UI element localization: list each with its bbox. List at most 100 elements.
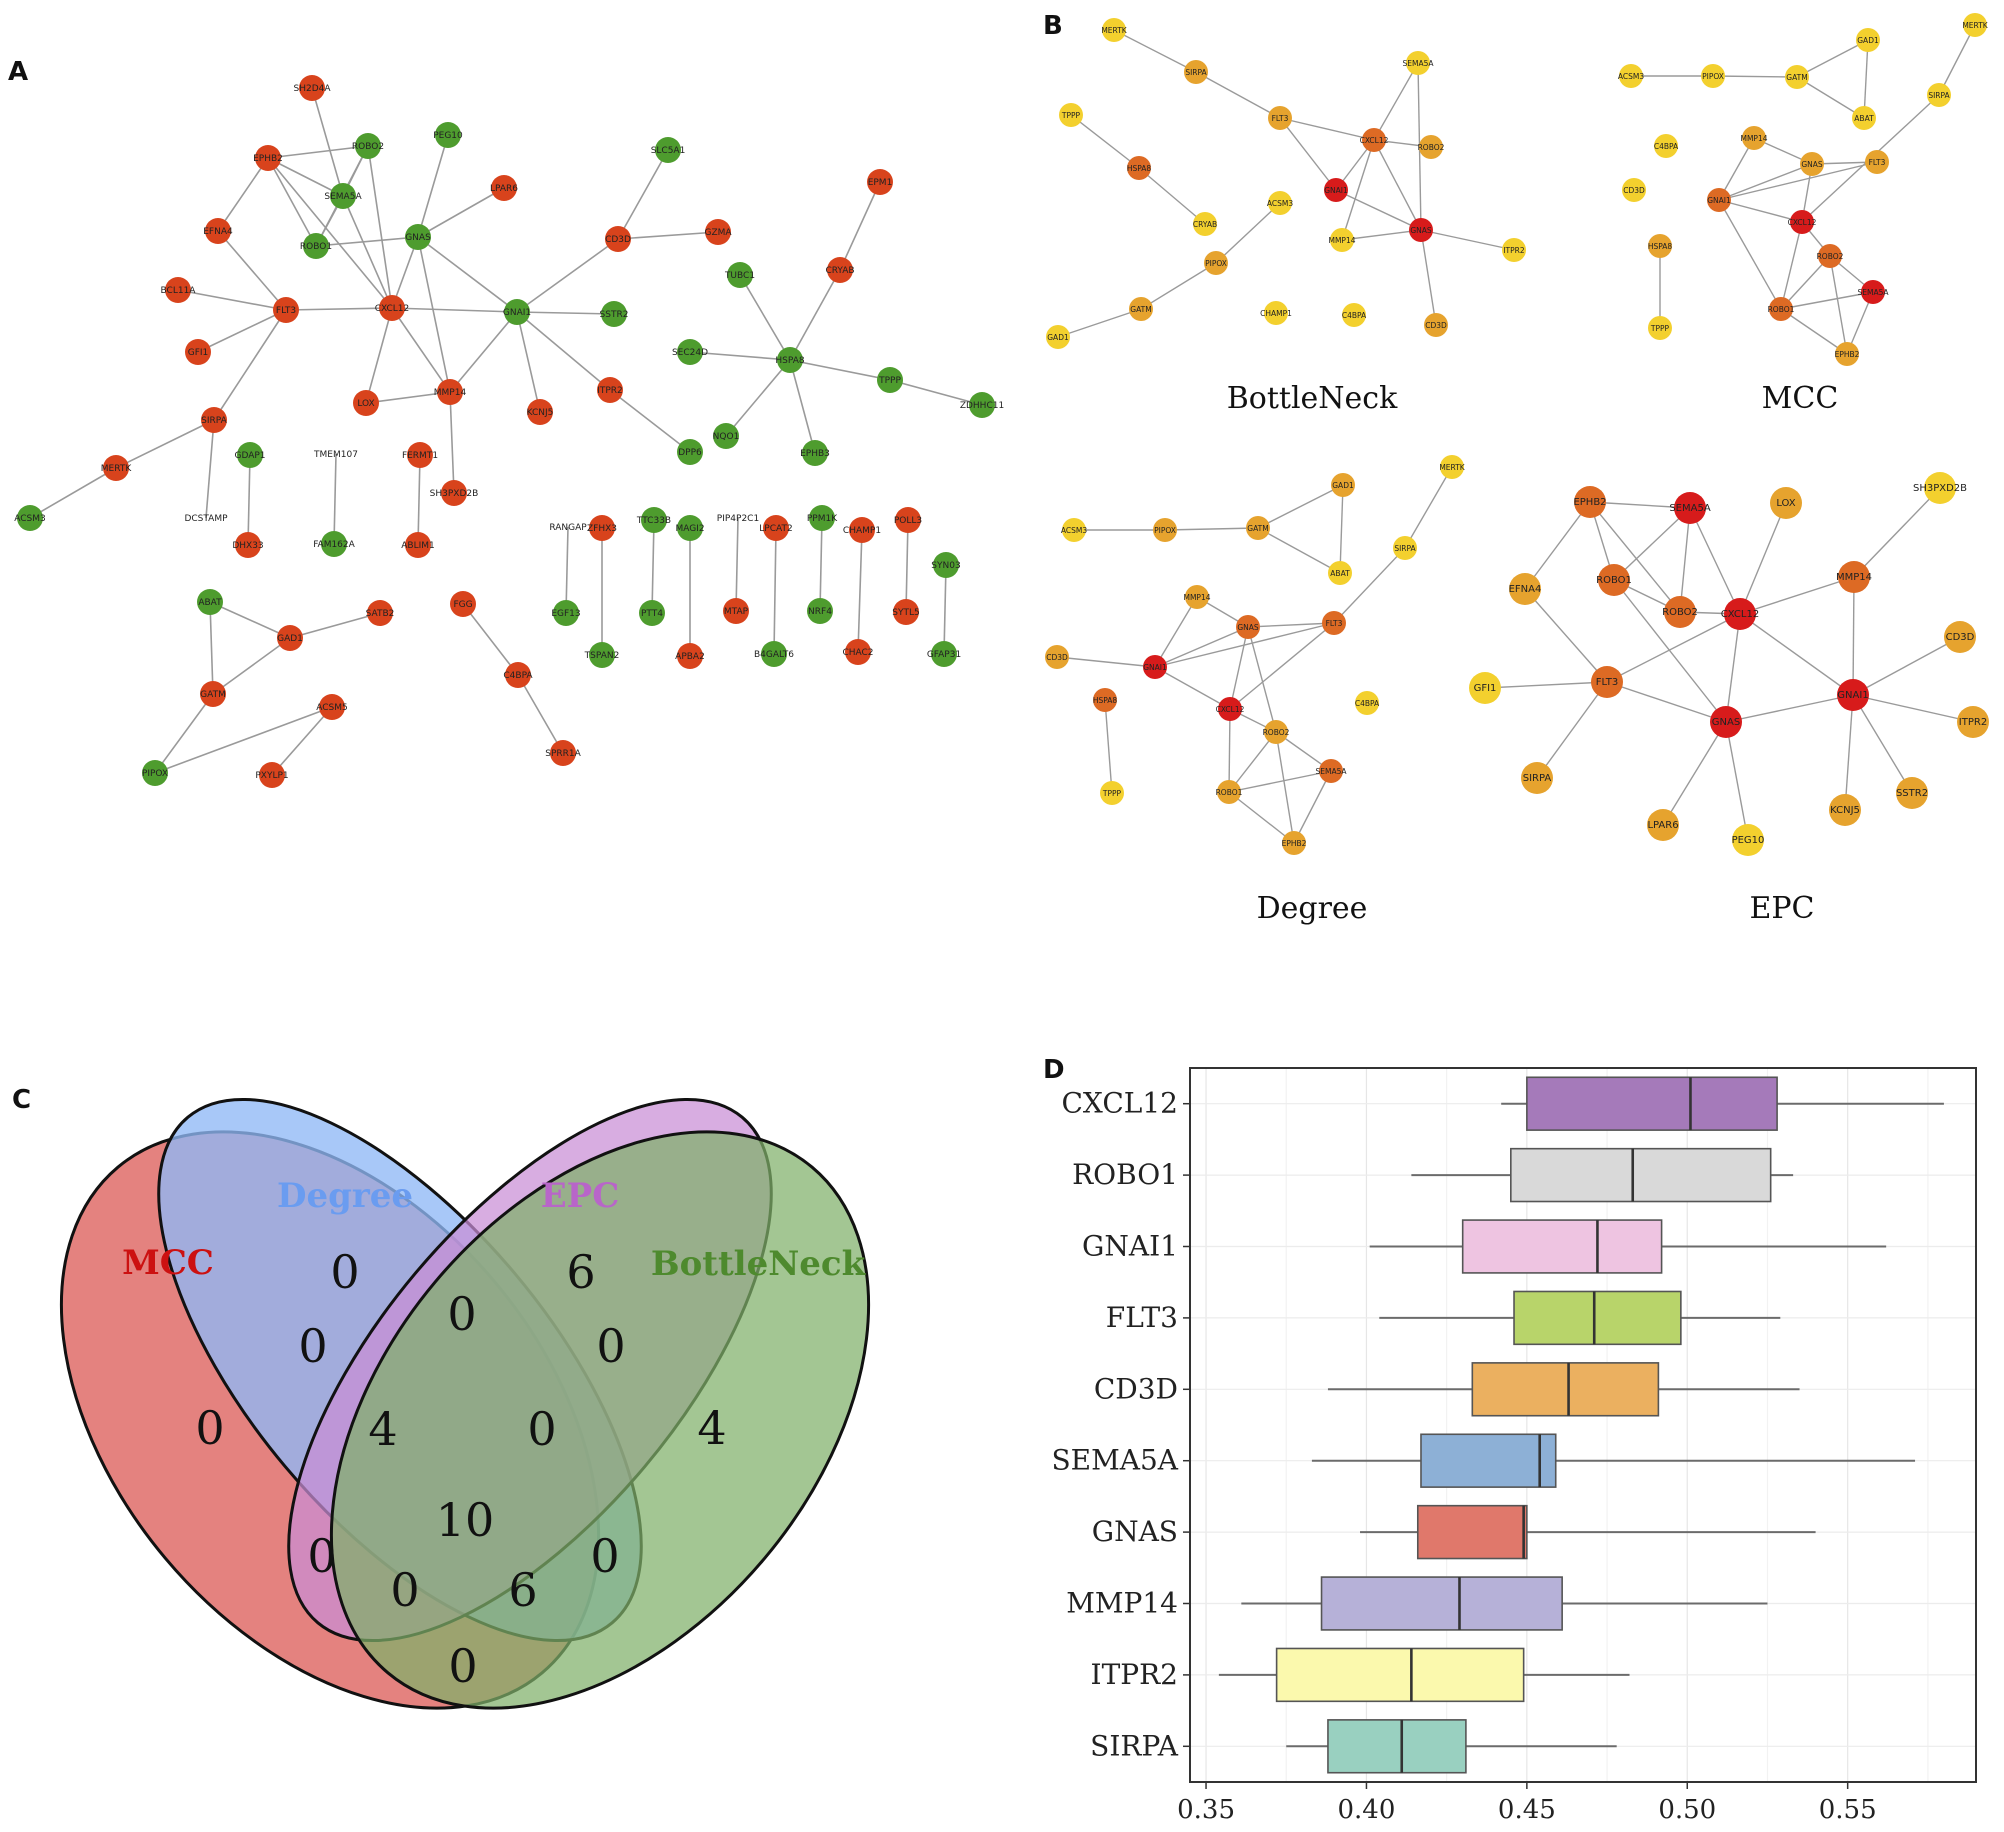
node-label: TPPP (1061, 111, 1081, 120)
node-cryab (827, 257, 853, 283)
node-label: MERTK (101, 464, 133, 474)
node-sirpa (1393, 536, 1417, 560)
edge-ephb2-robo2 (267, 145, 369, 159)
node-sirpa (1184, 60, 1208, 84)
edge-sirpa-flt3 (1195, 71, 1281, 119)
node-hspa8 (777, 347, 803, 373)
node-label: SEMA5A (1315, 767, 1347, 776)
edge-tppp-hspa8 (1070, 114, 1140, 169)
venn-count-all: 10 (436, 1493, 495, 1547)
edge-robo1-sema5a (1228, 770, 1332, 793)
node-lox (1770, 487, 1802, 519)
node-label: PTT4 (641, 609, 663, 619)
node-label: GNAS (1801, 160, 1823, 169)
edge-gnai1-kcnj5 (516, 311, 541, 413)
edge-mmp14-gnai1 (1852, 576, 1855, 696)
edge-sirpa-mertk (115, 419, 215, 469)
node-ttc33b (641, 507, 667, 533)
node-tppp (1059, 103, 1083, 127)
node-robo2 (1264, 720, 1288, 744)
node-label: GAD1 (1857, 36, 1879, 45)
edge-gnas-gnai1 (1154, 626, 1249, 668)
edge-tppp-zdhhc11 (889, 379, 983, 406)
node-label: ZFHX3 (587, 524, 617, 534)
node-label: GNAI1 (1143, 663, 1167, 672)
node-mertk (1440, 455, 1464, 479)
node-fam162a (321, 531, 347, 557)
node-sytl5 (893, 599, 919, 625)
venn-count-mcc-degree: 0 (298, 1319, 327, 1373)
node-sh3pxd2b (441, 480, 467, 506)
box-cxcl12 (1501, 1076, 1944, 1131)
node-sh3pxd2b (1924, 472, 1956, 504)
venn-label-mcc: MCC (122, 1243, 214, 1283)
node-lpcat2 (763, 515, 789, 541)
venn-set-bottleneck (329, 1130, 871, 1710)
node-chac2 (845, 639, 871, 665)
node-c4bpa (505, 662, 531, 688)
node-label: GATM (1786, 73, 1807, 82)
node-ephb2 (255, 145, 281, 171)
box-sema5a (1311, 1433, 1916, 1488)
node-sema5a (1674, 492, 1706, 524)
node-label: EGF13 (551, 609, 580, 619)
node-label: MMP14 (434, 388, 467, 398)
edge-abat-gad1 (209, 601, 291, 639)
edge-itpr2-dpp6 (609, 389, 691, 453)
node-sema5a (1861, 280, 1885, 304)
edge-gnas-flt3 (1247, 622, 1335, 628)
edge-sema5a-ephb2 (1293, 770, 1332, 844)
box-iqr (1461, 1219, 1663, 1274)
node-abat (1328, 561, 1352, 585)
node-label: ROBO1 (1216, 788, 1243, 797)
node-label: GNAS (1712, 717, 1740, 728)
node-label: ROBO1 (1768, 305, 1795, 314)
node-c4bpa (1654, 134, 1678, 158)
node-c4bpa (1342, 303, 1366, 327)
node-gad1 (1046, 325, 1070, 349)
node-label: B4GALT6 (754, 650, 794, 660)
node-label: HSPA8 (1648, 242, 1673, 251)
edge-cxcl12-lox (365, 307, 393, 404)
y-tick-label: CXCL12 (1061, 1087, 1178, 1120)
node-label: SEMA5A (1669, 503, 1710, 514)
node-label: APBA2 (675, 652, 705, 662)
node-gnas (1800, 152, 1824, 176)
venn-count-degree-only: 0 (330, 1245, 359, 1299)
node-label: SATB2 (366, 609, 395, 619)
edge-lpcat2-b4galt6 (773, 527, 777, 655)
edge-hspa8-tubc1 (739, 274, 791, 361)
edge-hspa8-ephb3 (789, 359, 816, 454)
node-label: EPHB2 (1835, 350, 1860, 359)
node-label: CHAMP1 (1260, 309, 1292, 318)
edge-gad1-abat (1339, 484, 1344, 574)
edge-flt3-sirpa (213, 309, 287, 421)
node-label: MERTK (1101, 26, 1127, 35)
edge-gnas-cxcl12 (1229, 626, 1249, 710)
node-label: ACSM3 (1061, 526, 1087, 535)
node-zfhx3 (589, 515, 615, 541)
node-label: CD3D (1946, 632, 1975, 643)
y-tick-label: SEMA5A (1051, 1444, 1178, 1477)
node-mertk (1102, 18, 1126, 42)
node-mertk (103, 455, 129, 481)
node-sema5a (1406, 51, 1430, 75)
edge-flt3-gnai1 (1279, 117, 1337, 191)
node-label: GATM (200, 690, 226, 700)
edge-cxcl12-robo1 (1228, 708, 1231, 793)
edge-abat-gatm (209, 601, 214, 695)
panel-label-b: B (1043, 11, 1063, 41)
node-slc5a1 (655, 137, 681, 163)
boxplot-panel-d: CXCL12ROBO1GNAI1FLT3CD3DSEMA5AGNASMMP14I… (1051, 1067, 1977, 1825)
edge-fgg-c4bpa (462, 603, 519, 676)
edge-hspa8-nqo1 (725, 359, 791, 437)
node-c4bpa (1355, 691, 1379, 715)
node-label: FLT3 (1326, 619, 1343, 628)
node-robo1 (1217, 780, 1241, 804)
node-mmp14 (1742, 126, 1766, 150)
node-ablim1 (405, 532, 431, 558)
node-tppp (1648, 316, 1672, 340)
edge-gnas-gnai1 (1718, 163, 1813, 201)
edge-pipox-acsm5 (154, 706, 333, 774)
